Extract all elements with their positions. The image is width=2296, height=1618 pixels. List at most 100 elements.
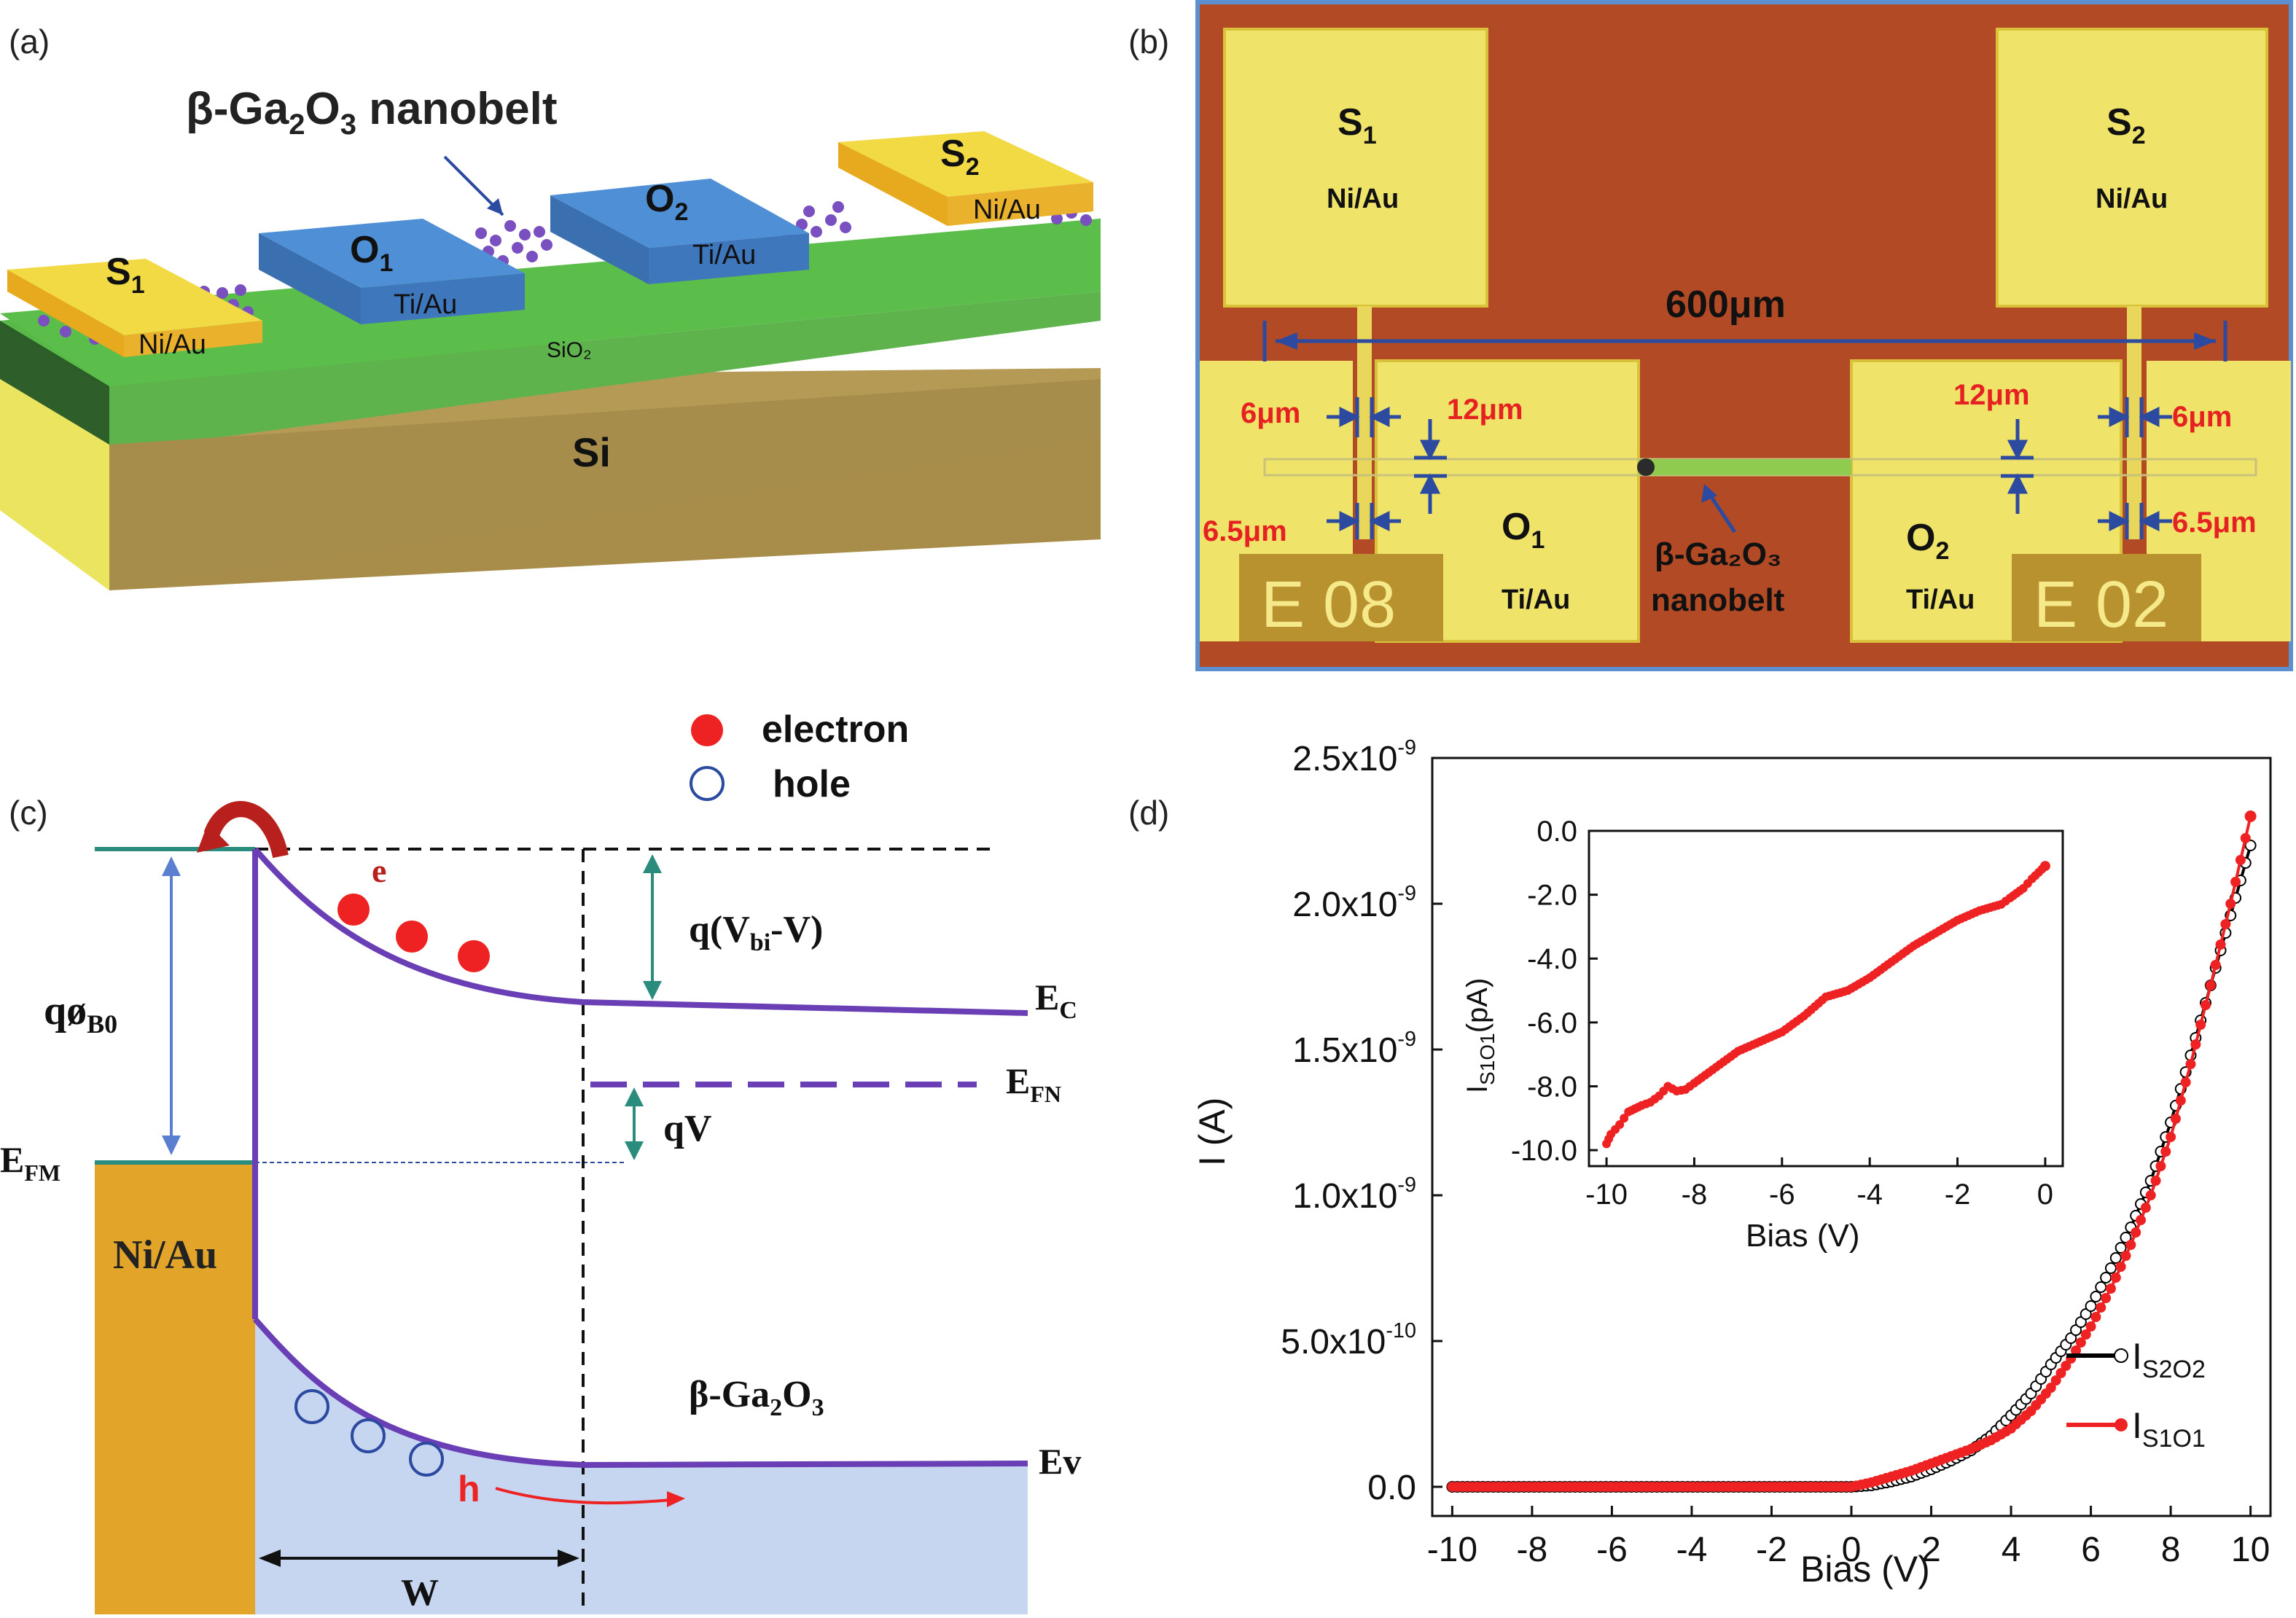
barrier-arrow-bottom — [162, 1136, 181, 1155]
ec-label: EC — [1035, 977, 1077, 1024]
data-point — [2125, 1240, 2136, 1250]
data-point — [2085, 1300, 2097, 1312]
left-gap2-label: 6.5μm — [1203, 515, 1287, 547]
data-point — [2055, 1368, 2066, 1378]
x-tick-label: -10 — [1585, 1179, 1628, 1211]
b-o2-metal: Ti/Au — [1906, 585, 1975, 615]
data-point — [2166, 1132, 2176, 1142]
data-point — [2150, 1176, 2161, 1186]
metal-block — [95, 1162, 255, 1614]
main-series-group — [1446, 810, 2257, 1493]
ev-label: Ev — [1039, 1441, 1081, 1482]
nanobelt-dot — [1637, 458, 1655, 476]
left-chip-mark: E 08 — [1261, 568, 1396, 641]
inset-ylabel: IS1O1(pA) — [1461, 978, 1499, 1093]
right-gap-marker — [2001, 397, 2172, 539]
s2-label: S2 — [940, 133, 980, 181]
main-ylabel-rotated: I (A) — [1192, 1098, 1233, 1166]
hole-drift-arrowhead — [667, 1491, 685, 1507]
data-point — [2071, 1345, 2082, 1356]
data-point — [2244, 810, 2257, 822]
main-xlabel: Bias (V) — [1800, 1549, 1930, 1590]
hole — [351, 1418, 386, 1453]
span-label: 600μm — [1666, 284, 1786, 326]
data-point — [2101, 1293, 2112, 1303]
data-point — [2220, 919, 2231, 929]
w-arrow-right — [558, 1549, 579, 1567]
right-gap-label: 6μm — [2172, 401, 2232, 433]
x-tick-label: 0 — [2037, 1179, 2053, 1211]
s2-pad — [1996, 28, 2268, 308]
x-tick-label: -10 — [1427, 1531, 1477, 1569]
electron-label: e — [372, 852, 386, 889]
valence-band — [253, 1317, 1028, 1469]
s1-pad — [1223, 28, 1488, 308]
data-point — [2205, 980, 2216, 990]
x-tick-label: -8 — [1517, 1531, 1548, 1569]
y-tick-label: -8.0 — [1527, 1071, 1577, 1103]
y-tick-label: -2.0 — [1527, 880, 1577, 912]
panel-label-a: (a) — [9, 23, 50, 60]
x-tick-label: -6 — [1596, 1531, 1628, 1569]
panel-c-band-diagram: electron hole Ni/Au qøB0 q(Vbi-V) qV EC … — [0, 708, 1081, 1614]
data-point — [2170, 1114, 2181, 1124]
data-point — [2225, 899, 2236, 909]
data-point — [2140, 1203, 2151, 1213]
y-tick-label: 2.0x10-9 — [1292, 882, 1416, 924]
data-point — [2240, 833, 2251, 843]
panel-label-d: (d) — [1128, 794, 1170, 832]
vbi-label: q(Vbi-V) — [689, 909, 823, 956]
s1-label: S1 — [106, 251, 145, 299]
nanobelt-pointer-arrowhead — [487, 198, 503, 215]
y-tick-label: 5.0x10-10 — [1281, 1319, 1416, 1361]
data-point — [2175, 1095, 2186, 1106]
qv-arrow-top — [625, 1087, 644, 1106]
left-mark-box — [1239, 554, 1443, 641]
inset-xlabel: Bias (V) — [1746, 1218, 1859, 1254]
hole-label: h — [458, 1469, 480, 1509]
panel-label-b: (b) — [1128, 23, 1170, 60]
data-point — [2105, 1283, 2116, 1294]
legend-electron-dot — [691, 714, 723, 746]
barrier-arrow-top — [162, 856, 181, 876]
data-point — [2095, 1281, 2107, 1293]
data-point — [1615, 1120, 1625, 1130]
data-point — [2050, 1375, 2061, 1386]
y-tick-label: 1.0x10-9 — [1292, 1173, 1416, 1216]
x-tick-label: -2 — [1756, 1531, 1787, 1569]
data-point — [2115, 1262, 2126, 1272]
efm-label: EFM — [0, 1139, 60, 1186]
x-tick-label: -6 — [1769, 1179, 1795, 1211]
w-arrow-left — [259, 1549, 281, 1567]
data-point — [2115, 1242, 2127, 1254]
sio2-layer-side — [109, 292, 1101, 452]
b-o2-label: O2 — [1906, 517, 1949, 565]
substrate-front-yellow — [0, 379, 109, 590]
conduction-band — [252, 847, 1028, 1016]
data-point — [2131, 1227, 2141, 1238]
o2-pad-side — [550, 195, 649, 284]
legend-electron-label: electron — [762, 708, 909, 751]
right-width-label: 12μm — [1953, 379, 2030, 411]
efn-label: EFN — [1006, 1060, 1061, 1107]
emission-arrow — [203, 801, 289, 859]
data-point — [2185, 1059, 2196, 1069]
left-width-label: 12μm — [1447, 394, 1523, 426]
data-point — [2235, 855, 2246, 865]
data-point — [2201, 1000, 2211, 1010]
data-point — [2090, 1291, 2102, 1302]
data-point — [2096, 1302, 2106, 1313]
data-point — [2080, 1329, 2091, 1340]
data-point — [2136, 1215, 2147, 1225]
y-tick-label: 0.0 — [1536, 816, 1577, 848]
legend-label-s1o1: IS1O1 — [2132, 1405, 2206, 1453]
hole — [409, 1442, 444, 1477]
left-gap-marker — [1327, 397, 1447, 539]
o1-label: O1 — [350, 229, 393, 277]
data-point — [2110, 1273, 2121, 1283]
s1-pad-side — [7, 270, 124, 357]
data-point — [2155, 1161, 2166, 1171]
panel-label-c: (c) — [9, 794, 48, 832]
b-nanobelt-line2: nanobelt — [1651, 582, 1785, 618]
